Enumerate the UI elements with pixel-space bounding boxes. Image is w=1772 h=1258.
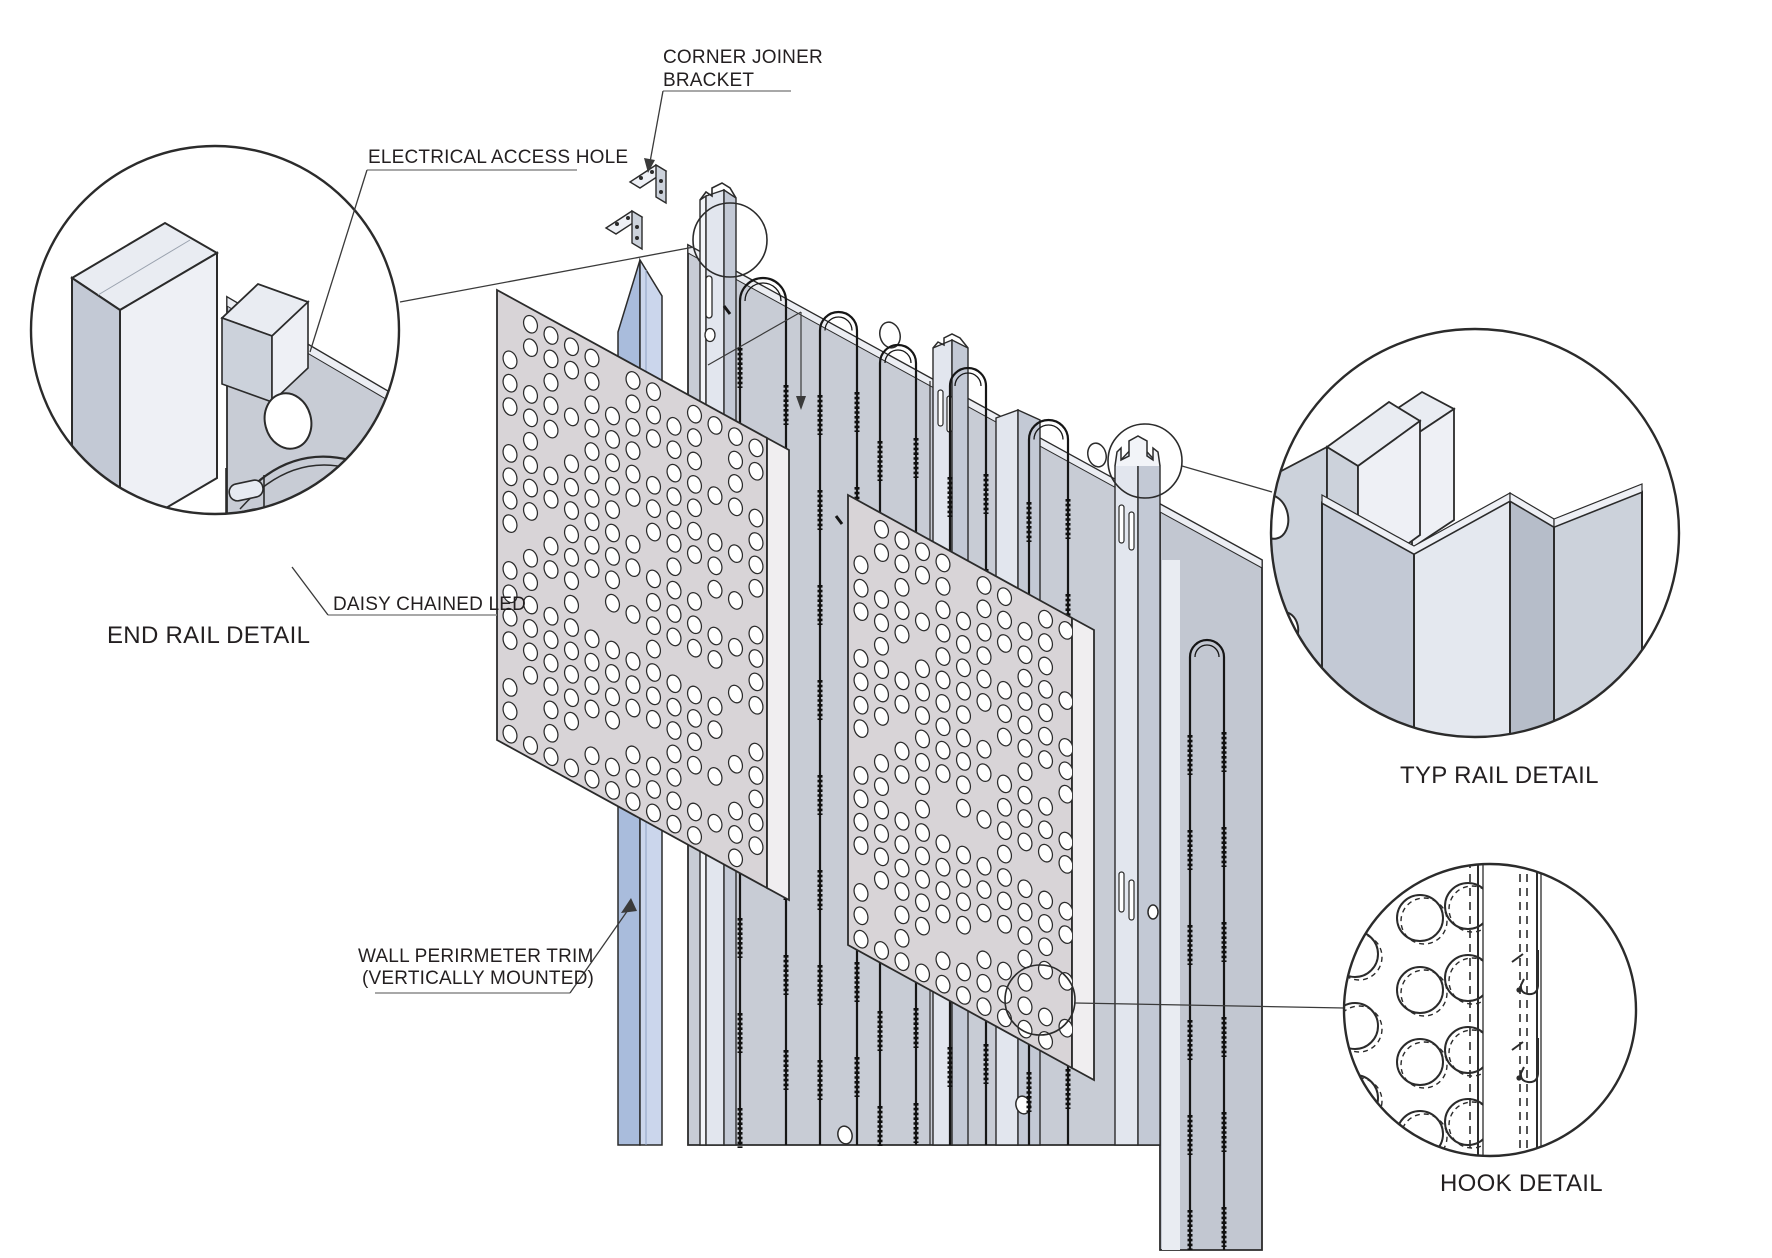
hook-detail-view: [1332, 823, 1636, 1170]
wall-access-holes: [834, 320, 1158, 1146]
corner-bracket-1: [630, 165, 666, 203]
typ-rail-detail-circle: [1271, 329, 1679, 737]
detail-leader-lines: [399, 246, 1345, 1009]
callout-circle-hook: [1005, 965, 1075, 1035]
label-electrical-access: ELECTRICAL ACCESS HOLE: [368, 147, 628, 168]
panel-hook-1: [1511, 950, 1538, 994]
callout-circle-end-rail: [693, 203, 767, 277]
typ-rail-detail-view: [1252, 329, 1679, 750]
corner-bracket-2: [606, 211, 642, 249]
label-wall-trim-line1: WALL PERIRMETER TRIM: [358, 946, 594, 967]
end-rail-detail-view: [31, 146, 420, 560]
label-corner-joiner-line2: BRACKET: [663, 70, 754, 91]
down-arrow: [707, 311, 806, 410]
label-wall-trim-line2: (VERTICALLY MOUNTED): [362, 968, 594, 989]
title-hook-detail: HOOK DETAIL: [1440, 1170, 1603, 1197]
leader-wall-trim: [375, 898, 637, 994]
title-typ-rail-detail: TYP RAIL DETAIL: [1400, 762, 1599, 789]
panel-hook-2: [1511, 1038, 1538, 1082]
perforated-panel-2: [848, 495, 1096, 1080]
electrical-access-hole: [259, 388, 318, 454]
label-corner-joiner-line1: CORNER JOINER: [663, 47, 823, 68]
end-rail-detail-circle: [31, 146, 399, 514]
callout-circle-typ-rail: [1108, 424, 1182, 498]
leader-corner-joiner: [644, 90, 791, 173]
perforated-panel-1: [497, 290, 789, 900]
label-daisy-led: DAISY CHAINED LED: [333, 594, 526, 615]
title-end-rail-detail: END RAIL DETAIL: [107, 622, 310, 649]
leader-daisy-led: [291, 566, 497, 616]
label-leader-lines: [291, 90, 791, 994]
rail-right: [1115, 436, 1160, 1145]
corner-brackets: [606, 165, 666, 249]
hook-detail-circle: [1344, 864, 1636, 1156]
leader-electrical-access: [309, 169, 577, 353]
main-assembly: [399, 165, 1345, 1250]
